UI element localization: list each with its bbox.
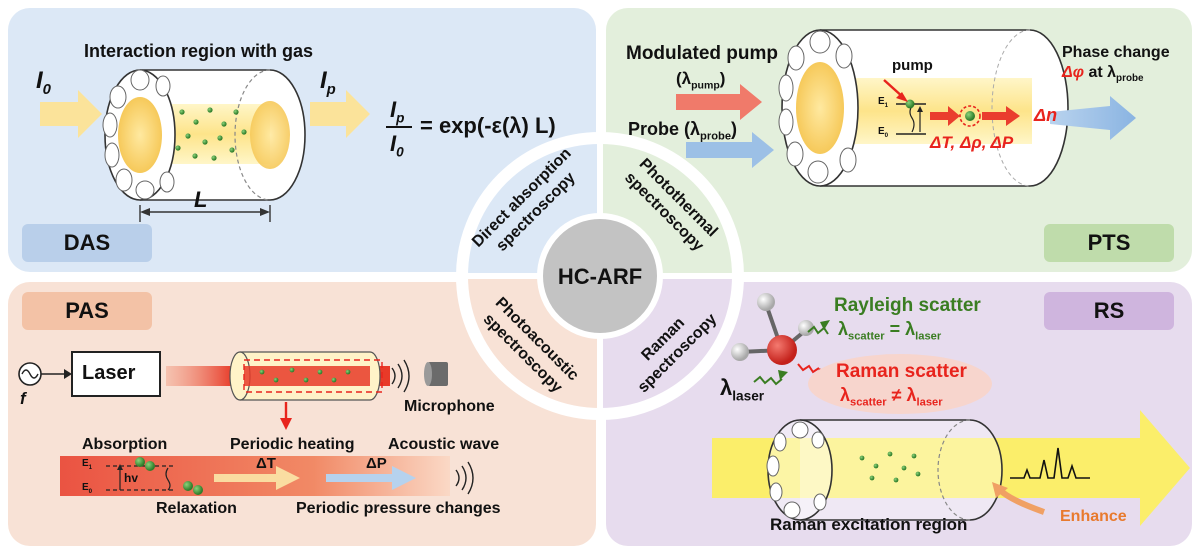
rs-raman-eq: λscatter ≠ λlaser [840, 385, 943, 409]
das-eq-numerator: Ip [390, 97, 405, 126]
das-input-arrow [40, 90, 102, 138]
rs-region-label: Raman excitation region [770, 515, 968, 534]
rs-tag: RS [1044, 292, 1174, 330]
pas-hv: hv [124, 471, 139, 485]
das-ip-label: Ip [320, 67, 336, 98]
pas-tag: PAS [22, 292, 152, 330]
pas-microphone-label: Microphone [404, 398, 495, 415]
pas-dp: ΔP [366, 455, 387, 472]
pts-pump-small: pump [892, 57, 933, 74]
das-eq-denominator: I0 [390, 131, 404, 160]
das-eq-rhs: = exp(-ε(λ) L) [420, 113, 556, 138]
pts-phase-line: Δφ at λprobe [1062, 64, 1144, 85]
pts-pump-lambda: (λpump) [676, 69, 726, 92]
das-output-arrow [310, 90, 370, 138]
das-i0-label: I0 [36, 67, 51, 98]
pts-deltas: ΔT, Δρ, ΔP [930, 133, 1014, 152]
pas-f-label: f [20, 389, 26, 408]
das-tag: DAS [22, 224, 152, 262]
pas-laser-box [71, 351, 161, 397]
rs-rayleigh-label: Rayleigh scatter [834, 295, 981, 316]
microphone-icon [428, 362, 448, 386]
pts-pump-label: Modulated pump [626, 43, 778, 64]
rs-enhance-label: Enhance [1060, 508, 1127, 525]
pts-delta-n: Δn [1034, 105, 1058, 125]
rs-molecule [767, 335, 797, 365]
pts-e1: E1 [878, 96, 889, 109]
pas-relaxation-label: Relaxation [156, 500, 237, 517]
rs-excitation-arrow [712, 410, 1190, 526]
pas-absorption-label: Absorption [82, 436, 168, 453]
rs-lambda-laser: λlaser [720, 375, 765, 404]
pas-acoustic-label: Acoustic wave [388, 436, 500, 453]
pts-probe-arrow [686, 132, 774, 168]
pts-tag: PTS [1044, 224, 1174, 262]
pts-phase-arrow [1050, 96, 1136, 140]
center-label: HC-ARF [558, 264, 642, 289]
das-title: Interaction region with gas [84, 41, 314, 61]
pts-e0: E0 [878, 126, 889, 139]
rs-raman-label: Raman scatter [836, 361, 967, 382]
rs-raman-highlight [808, 354, 992, 414]
pas-pressure-label: Periodic pressure changes [296, 500, 501, 517]
pas-e0: E0 [82, 482, 93, 495]
center-hub [537, 213, 663, 339]
pas-laser-label: Laser [82, 362, 136, 384]
pas-dt: ΔT [256, 455, 276, 472]
pas-heating-label: Periodic heating [230, 436, 355, 453]
pts-probe-label: Probe (λprobe) [628, 119, 738, 143]
rs-rayleigh-eq: λscatter = λlaser [838, 319, 942, 343]
das-length-label: L [194, 187, 208, 212]
pas-e1: E1 [82, 458, 93, 471]
das-gas-molecules [175, 107, 247, 161]
pas-sound-waves [391, 359, 410, 393]
rs-spectrum [1010, 447, 1090, 479]
pts-pump-arrow [676, 84, 762, 120]
pts-phase-title: Phase change [1062, 44, 1170, 61]
